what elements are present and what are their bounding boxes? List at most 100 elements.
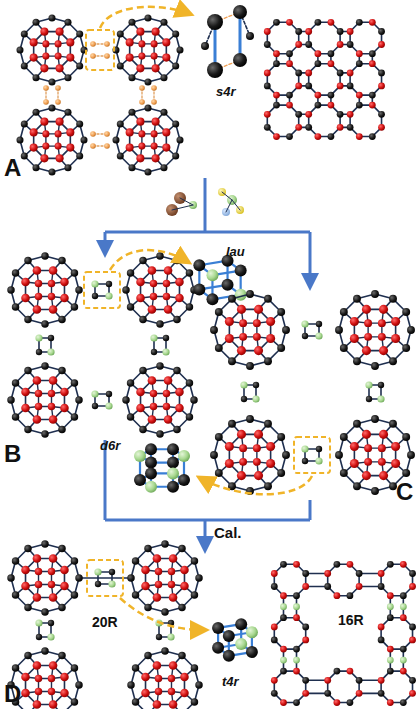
atom-sphere — [371, 362, 379, 370]
atom-sphere — [362, 346, 371, 355]
atom-sphere — [12, 269, 19, 276]
atom-sphere — [178, 604, 185, 611]
atom-sphere — [55, 53, 62, 60]
atom-sphere — [215, 469, 223, 477]
atom-sphere — [264, 41, 271, 48]
atom-sphere — [117, 152, 124, 159]
atom-sphere — [271, 570, 278, 577]
atom-sphere — [400, 614, 407, 621]
atom-sphere — [35, 581, 42, 588]
atom-sphere — [180, 582, 189, 591]
atom-sphere — [347, 111, 354, 118]
atom-sphere — [175, 388, 184, 397]
atom-sphere — [237, 346, 246, 355]
atom-sphere — [178, 545, 185, 552]
atom-sphere — [138, 130, 145, 137]
atom-sphere — [223, 650, 235, 662]
atom-sphere — [362, 471, 371, 480]
atom-sphere — [80, 136, 87, 143]
atom-sphere — [316, 321, 322, 327]
atom-sphere — [246, 626, 258, 638]
atom-sphere — [172, 30, 179, 37]
atom-sphere — [225, 317, 234, 326]
atom-sphere — [30, 128, 38, 136]
atom-sphere — [282, 451, 290, 459]
atom-sphere — [286, 92, 293, 99]
atom-sphere — [400, 699, 407, 706]
atom-sphere — [190, 396, 197, 403]
atom-sphere — [48, 390, 55, 397]
atom-sphere — [167, 467, 179, 479]
atom-sphere — [305, 111, 312, 118]
atom-sphere — [402, 344, 410, 352]
atom-sphere — [369, 50, 376, 57]
atom-sphere — [175, 404, 184, 413]
atom-sphere — [95, 581, 101, 587]
atom-sphere — [60, 294, 69, 303]
atom-sphere — [155, 581, 162, 588]
atom-sphere — [186, 413, 193, 420]
atom-sphere — [16, 136, 23, 143]
atom-sphere — [176, 136, 183, 143]
panel-letter: C — [396, 478, 413, 506]
atom-sphere — [280, 668, 287, 675]
atom-sphere — [151, 53, 158, 60]
atom-sphere — [117, 62, 124, 69]
atom-sphere — [32, 74, 39, 81]
atom-sphere — [156, 430, 163, 437]
atom-sphere — [35, 280, 42, 287]
atom-sphere — [280, 592, 287, 599]
atom-sphere — [378, 690, 385, 697]
atom-sphere — [48, 581, 55, 588]
atom-sphere — [228, 295, 236, 303]
atom-sphere — [407, 451, 415, 459]
atom-sphere — [94, 568, 101, 575]
atom-sphere — [148, 415, 157, 424]
atom-sphere — [156, 252, 163, 259]
atom-sphere — [391, 442, 400, 451]
atom-sphere — [356, 102, 363, 109]
atom-sphere — [264, 420, 272, 428]
atom-sphere — [24, 257, 31, 264]
atom-sphere — [32, 164, 39, 171]
atom-sphere — [356, 50, 363, 57]
atom-sphere — [148, 266, 157, 275]
atom-sphere — [364, 319, 372, 327]
atom-sphere — [12, 557, 19, 564]
atom-sphere — [126, 144, 134, 152]
atom-sphere — [49, 661, 58, 670]
atom-sphere — [144, 104, 151, 111]
atom-sphere — [33, 305, 42, 314]
flow-arrow — [309, 232, 312, 285]
atom-sphere — [387, 668, 394, 675]
atom-sphere — [106, 391, 112, 397]
atom-sphere — [350, 334, 359, 343]
atom-sphere — [48, 280, 55, 287]
atom-sphere — [112, 136, 119, 143]
atom-sphere — [389, 420, 397, 428]
atom-sphere — [58, 367, 65, 374]
atom-sphere — [60, 673, 69, 682]
atom-sphere — [172, 152, 179, 159]
atom-sphere — [66, 128, 74, 136]
atom-sphere — [337, 70, 344, 77]
atom-sphere — [391, 459, 400, 468]
atom-sphere — [41, 540, 48, 547]
atom-sphere — [33, 376, 42, 385]
atom-sphere — [75, 286, 82, 293]
atom-sphere — [347, 124, 354, 131]
atom-sphere — [387, 592, 394, 599]
atom-sphere — [409, 624, 416, 631]
atom-sphere — [36, 634, 42, 640]
atom-sphere — [286, 19, 293, 26]
atom-sphere — [264, 70, 271, 77]
flow-arrow — [104, 232, 107, 252]
atom-sphere — [266, 334, 275, 343]
atom-sphere — [64, 164, 71, 171]
atom-sphere — [277, 344, 285, 352]
atom-sphere — [104, 143, 110, 149]
atom-sphere — [49, 554, 58, 563]
callout-arrow — [200, 476, 312, 494]
atom-sphere — [21, 30, 28, 37]
atom-sphere — [295, 41, 302, 48]
